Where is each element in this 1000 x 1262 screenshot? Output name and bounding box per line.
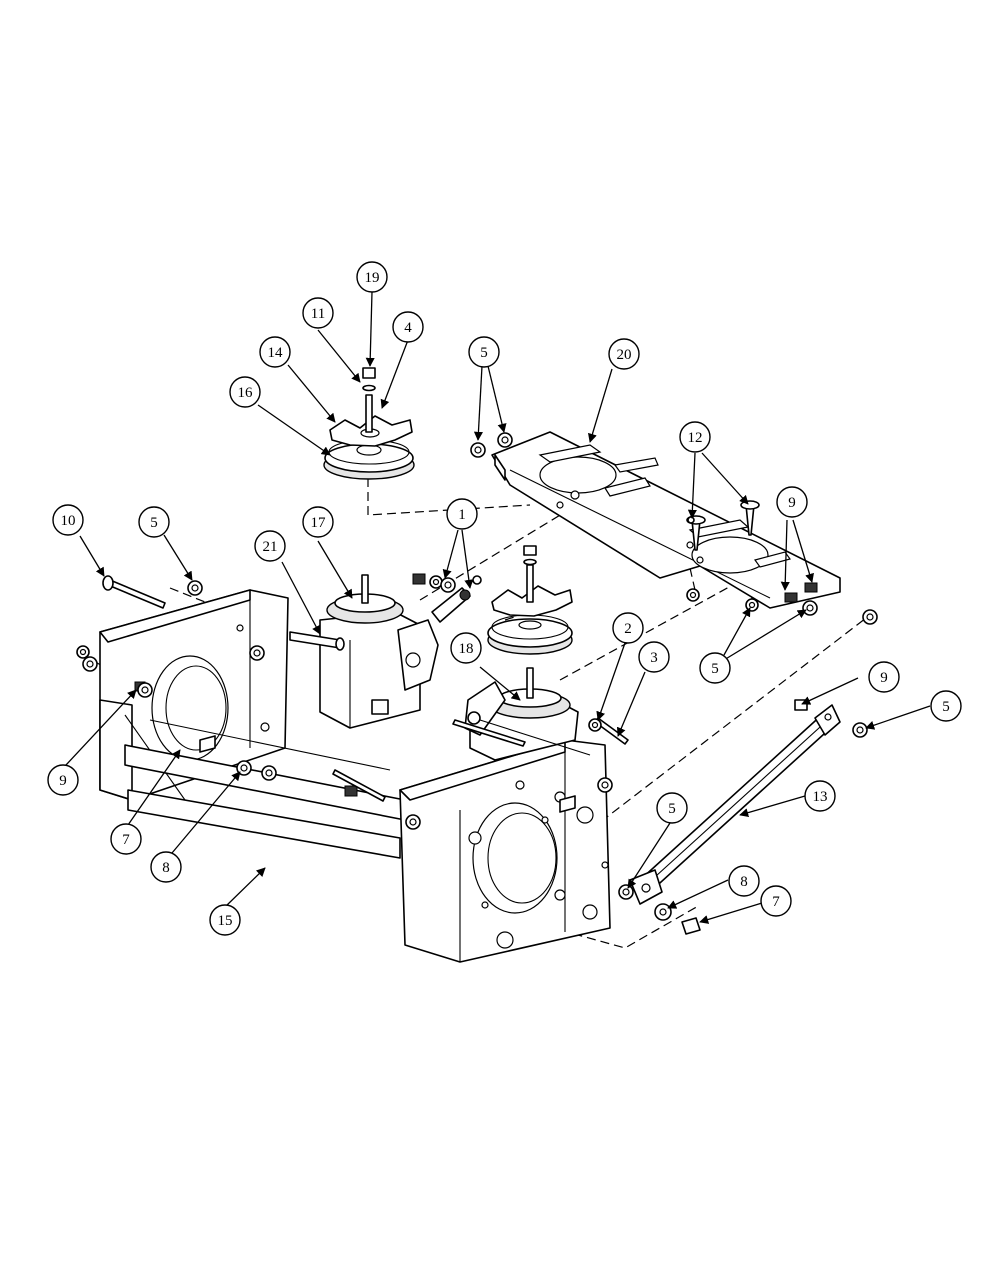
callout-label: 1 xyxy=(458,507,466,523)
callout-16: 16 xyxy=(229,376,261,408)
callout-circle xyxy=(446,498,478,530)
callout-5: 5 xyxy=(138,506,170,538)
callout-label: 13 xyxy=(813,789,828,805)
callout-circle xyxy=(699,652,731,684)
callout-label: 9 xyxy=(788,495,796,511)
callout-label: 5 xyxy=(480,345,488,361)
callout-label: 7 xyxy=(772,894,780,910)
callout-circle xyxy=(259,336,291,368)
upper-pulley-stack xyxy=(323,367,415,480)
callout-9: 9 xyxy=(776,486,808,518)
callout-20: 20 xyxy=(608,338,640,370)
callout-circle xyxy=(254,530,286,562)
callout-label: 5 xyxy=(668,801,676,817)
callout-11: 11 xyxy=(302,297,334,329)
callout-balloons: 19 11 4 14 16 5 20 12 9 10 5 17 21 1 18 2 3 5 9 5 9 7 8 15 5 13 8 7 xyxy=(47,261,962,936)
callout-label: 5 xyxy=(711,661,719,677)
callout-9: 9 xyxy=(868,661,900,693)
callout-circle xyxy=(392,311,424,343)
callout-17: 17 xyxy=(302,506,334,538)
right-gearbox xyxy=(464,667,591,761)
fasteners xyxy=(102,500,818,935)
callout-10: 10 xyxy=(52,504,84,536)
callout-circle xyxy=(776,486,808,518)
callout-circle xyxy=(728,865,760,897)
callout-circle xyxy=(302,506,334,538)
frame-assembly xyxy=(99,589,612,963)
callout-label: 15 xyxy=(218,913,233,929)
callout-label: 3 xyxy=(650,650,658,666)
callout-label: 9 xyxy=(880,670,888,686)
callout-14: 14 xyxy=(259,336,291,368)
callout-7: 7 xyxy=(760,885,792,917)
callout-label: 4 xyxy=(404,320,412,336)
leader-lines xyxy=(65,291,931,924)
callout-circle xyxy=(150,851,182,883)
callout-label: 12 xyxy=(688,430,703,446)
callout-circle xyxy=(47,764,79,796)
callout-label: 20 xyxy=(617,347,632,363)
callout-1: 1 xyxy=(446,498,478,530)
callout-label: 5 xyxy=(942,699,950,715)
callout-circle xyxy=(110,823,142,855)
callout-label: 7 xyxy=(122,832,130,848)
callout-8: 8 xyxy=(728,865,760,897)
callout-circle xyxy=(209,904,241,936)
callout-label: 10 xyxy=(61,513,76,529)
callout-8: 8 xyxy=(150,851,182,883)
callout-label: 14 xyxy=(268,345,284,361)
callout-circle xyxy=(612,612,644,644)
callout-circle xyxy=(450,632,482,664)
callout-15: 15 xyxy=(209,904,241,936)
callout-label: 17 xyxy=(311,515,327,531)
top-plate xyxy=(491,431,841,609)
callout-label: 2 xyxy=(624,621,632,637)
callout-label: 9 xyxy=(59,773,67,789)
callout-5: 5 xyxy=(930,690,962,722)
callout-circle xyxy=(804,780,836,812)
callout-circle xyxy=(138,506,170,538)
callout-circle xyxy=(679,421,711,453)
callout-circle xyxy=(638,641,670,673)
callout-label: 5 xyxy=(150,515,158,531)
callout-label: 8 xyxy=(162,860,170,876)
callout-label: 8 xyxy=(740,874,748,890)
lower-pulley-stack xyxy=(487,545,573,655)
callout-label: 11 xyxy=(311,306,325,322)
tie-rod xyxy=(629,704,841,905)
callout-9: 9 xyxy=(47,764,79,796)
callout-2: 2 xyxy=(612,612,644,644)
callout-circle xyxy=(229,376,261,408)
callout-7: 7 xyxy=(110,823,142,855)
callout-circle xyxy=(760,885,792,917)
callout-label: 19 xyxy=(365,270,380,286)
nuts-and-washers xyxy=(76,432,878,921)
callout-label: 18 xyxy=(459,641,474,657)
callout-5: 5 xyxy=(468,336,500,368)
callout-18: 18 xyxy=(450,632,482,664)
callout-circle xyxy=(356,261,388,293)
left-gearbox xyxy=(319,574,471,729)
callout-13: 13 xyxy=(804,780,836,812)
callout-circle xyxy=(302,297,334,329)
callout-4: 4 xyxy=(392,311,424,343)
callout-12: 12 xyxy=(679,421,711,453)
callout-circle xyxy=(608,338,640,370)
callout-circle xyxy=(52,504,84,536)
callout-circle xyxy=(868,661,900,693)
callout-21: 21 xyxy=(254,530,286,562)
callout-circle xyxy=(656,792,688,824)
callout-19: 19 xyxy=(356,261,388,293)
callout-circle xyxy=(930,690,962,722)
callout-5: 5 xyxy=(656,792,688,824)
callout-circle xyxy=(468,336,500,368)
callout-5: 5 xyxy=(699,652,731,684)
callout-label: 16 xyxy=(238,385,254,401)
callout-3: 3 xyxy=(638,641,670,673)
callout-label: 21 xyxy=(263,539,278,555)
